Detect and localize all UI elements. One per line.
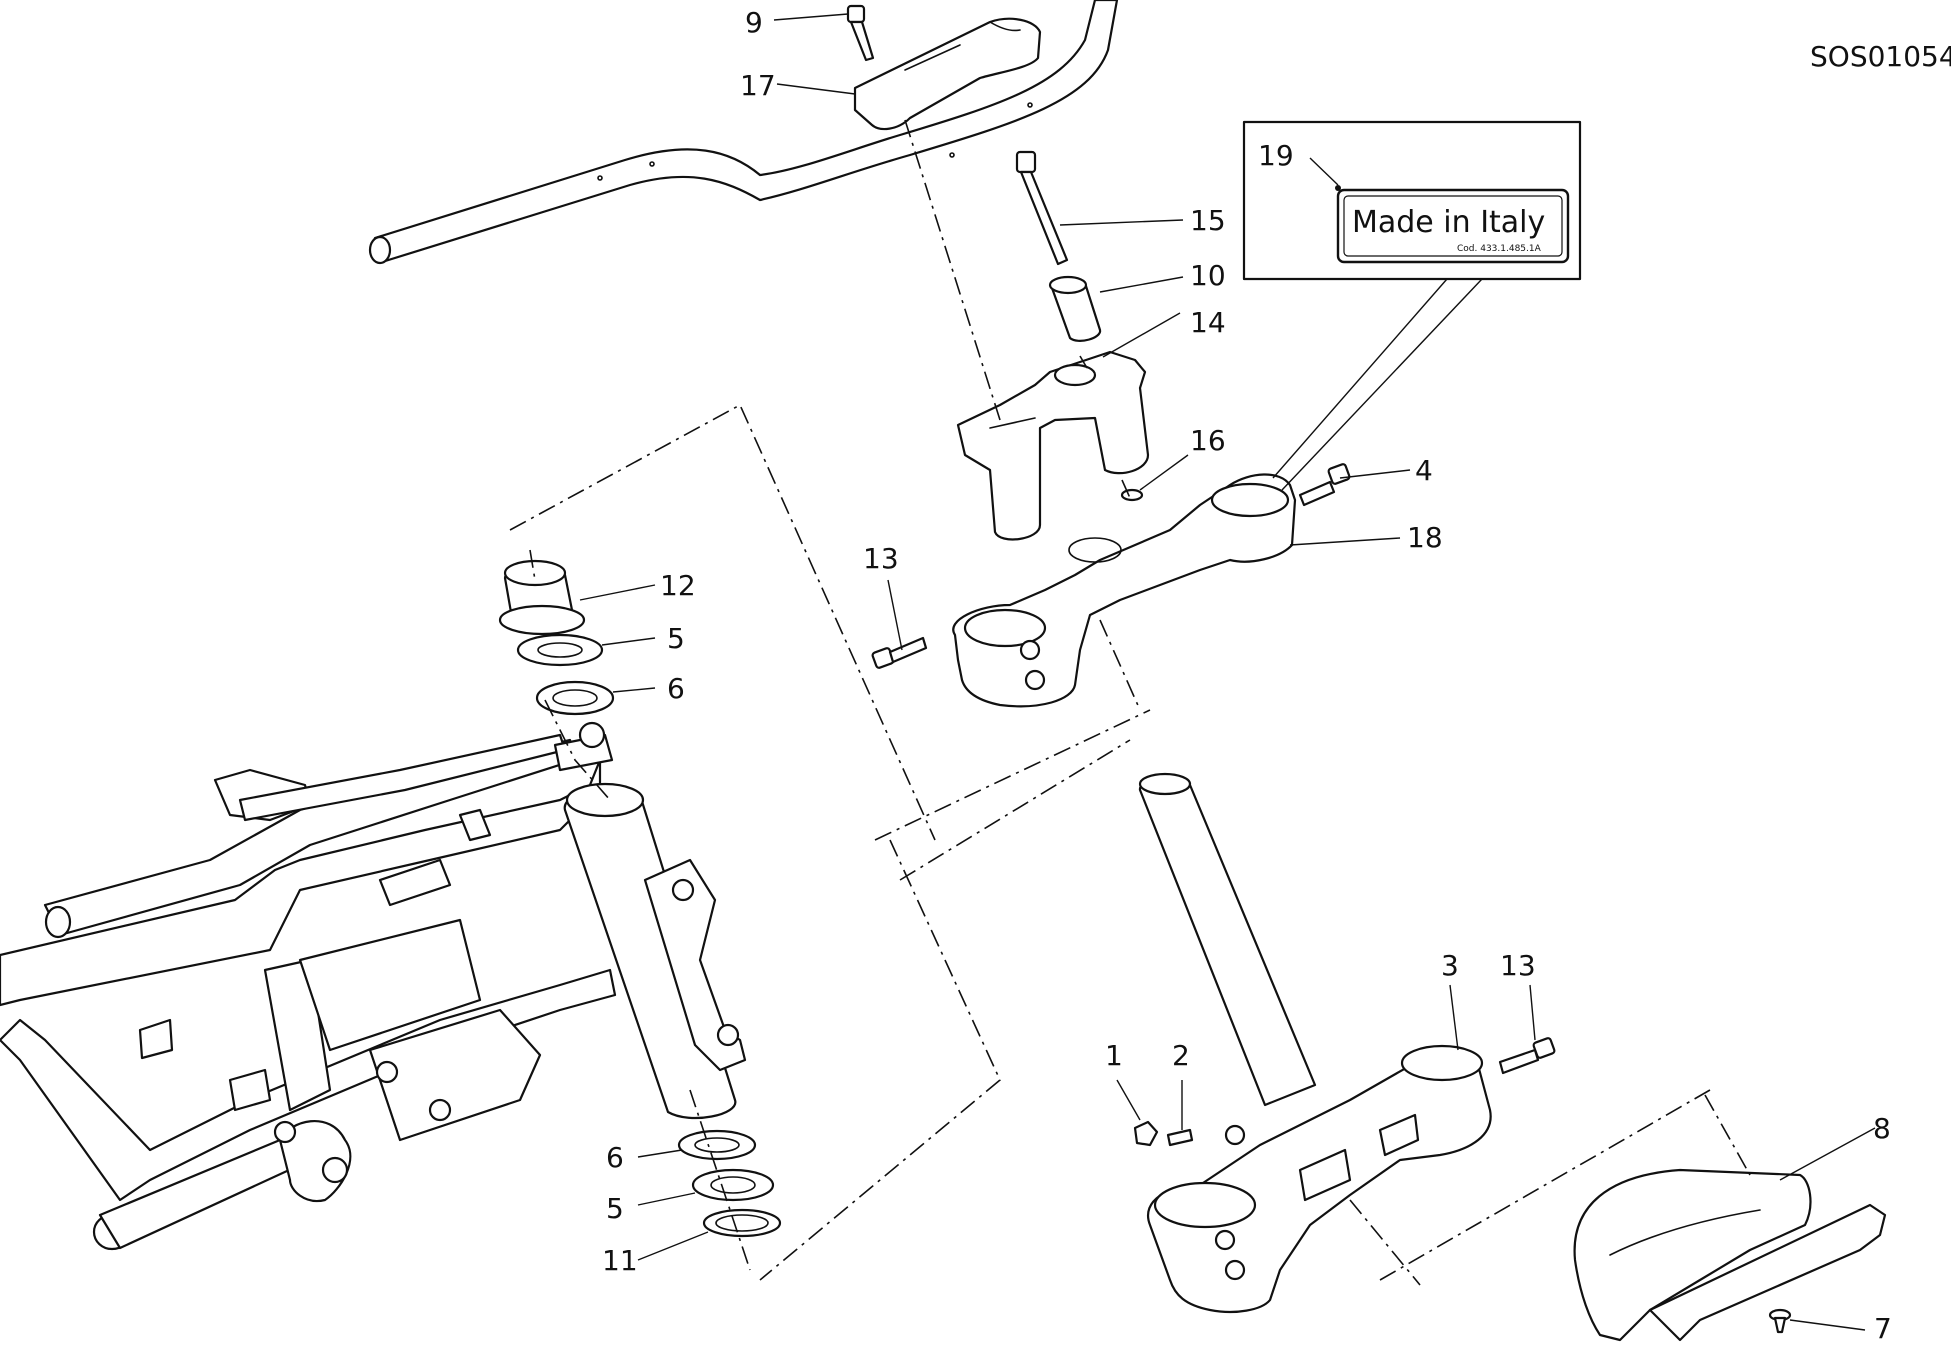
callout-18: 18	[1407, 521, 1443, 554]
callout-11: 11	[602, 1244, 638, 1277]
diagram-code: SOS01054	[1810, 40, 1951, 73]
callout-17: 17	[740, 69, 776, 102]
nut-1	[1133, 1120, 1159, 1147]
callout-5-upper: 5	[667, 622, 685, 655]
callout-7: 7	[1874, 1312, 1892, 1345]
callout-10: 10	[1190, 259, 1226, 292]
callout-9: 9	[745, 6, 763, 39]
callout-15: 15	[1190, 204, 1226, 237]
callout-3: 3	[1441, 949, 1459, 982]
bearing-5-lower	[691, 1168, 775, 1202]
dust-seal-11	[702, 1208, 782, 1238]
made-in-italy-sticker	[1336, 188, 1570, 264]
assembly-guide-lines	[509, 119, 1751, 1286]
seal-6-lower	[677, 1129, 757, 1161]
callout-numbers: 9 17 15 10 14 16 4 18 19 13 12 5 6 6 5 1…	[602, 6, 1892, 1345]
steering-nut-12	[498, 559, 586, 636]
guard-8	[1573, 1168, 1887, 1342]
handlebar	[368, 0, 1119, 265]
callout-6-upper: 6	[667, 672, 685, 705]
sticker-sub-text: Cod. 433.1.485.1A	[1457, 244, 1542, 254]
label-inset: Made in Italy Cod. 433.1.485.1A	[1242, 120, 1582, 491]
callout-14: 14	[1190, 306, 1226, 339]
callout-19: 19	[1258, 139, 1294, 172]
callout-13-upper: 13	[863, 542, 899, 575]
callout-16: 16	[1190, 424, 1226, 457]
bolt-4	[1298, 463, 1351, 507]
lower-triple-clamp-3	[1147, 1044, 1492, 1314]
bolt-9	[846, 4, 875, 62]
steering-stem	[1138, 772, 1317, 1107]
bolt-13-upper	[871, 636, 928, 669]
callout-8: 8	[1873, 1112, 1891, 1145]
callout-5-lower: 5	[606, 1192, 624, 1225]
seal-6-upper	[535, 680, 615, 716]
riser-14	[956, 350, 1150, 541]
callout-2: 2	[1172, 1039, 1190, 1072]
frame	[0, 721, 747, 1251]
callout-12: 12	[660, 569, 696, 602]
riser-bolt-15	[1015, 150, 1069, 266]
bolt-13-lower	[1498, 1037, 1556, 1075]
callout-6-lower: 6	[606, 1141, 624, 1174]
washer-16	[1120, 488, 1144, 502]
sticker-main-text: Made in Italy	[1352, 205, 1545, 240]
riser-bushing-10	[1048, 275, 1102, 342]
callout-1: 1	[1105, 1039, 1123, 1072]
bearing-5-upper	[516, 633, 604, 667]
callout-13-lower: 13	[1500, 949, 1536, 982]
callout-leaders	[579, 13, 1876, 1331]
screw-7	[1768, 1308, 1792, 1334]
handlebar-clamp	[853, 17, 1042, 131]
callout-4: 4	[1415, 454, 1433, 487]
screw-2	[1166, 1128, 1194, 1147]
upper-triple-clamp-18	[952, 473, 1297, 708]
